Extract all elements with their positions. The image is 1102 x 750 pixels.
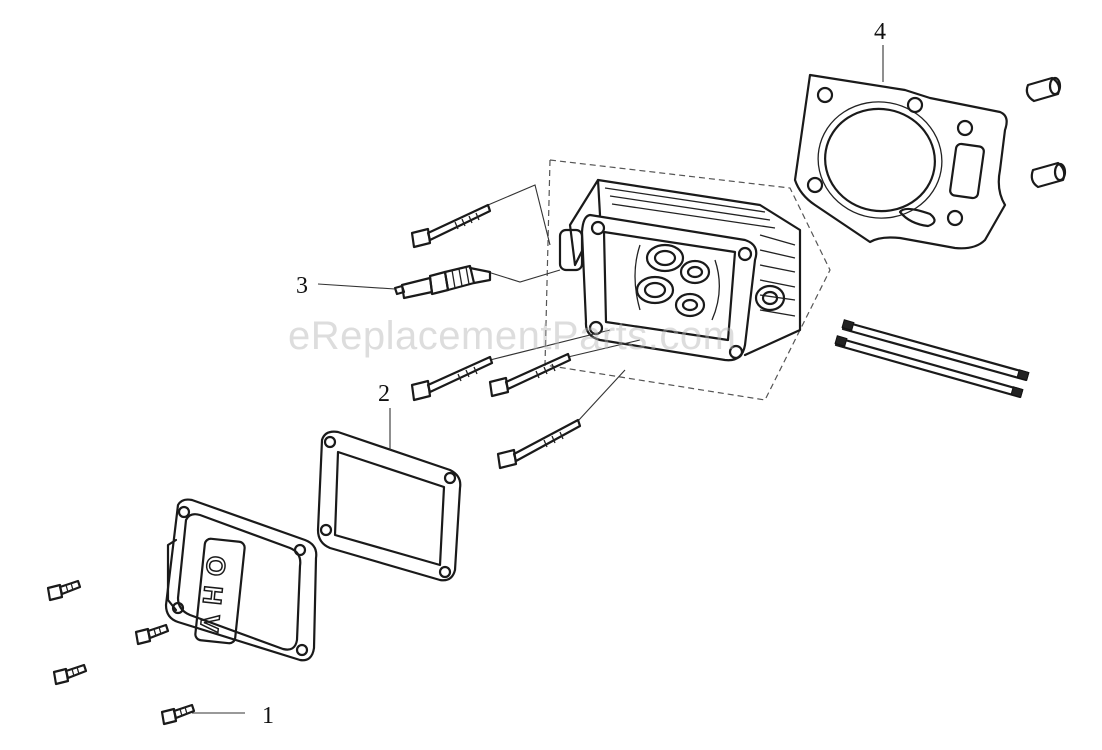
head-gasket bbox=[793, 73, 1008, 250]
dowel-pins bbox=[1025, 76, 1067, 189]
cover-bolt bbox=[52, 663, 88, 686]
callout-4: 4 bbox=[874, 19, 886, 45]
watermark: eReplacementParts.com bbox=[288, 314, 737, 358]
callout-1: 1 bbox=[262, 703, 274, 729]
assembly-boundary bbox=[544, 159, 831, 401]
callout-3-leader bbox=[317, 283, 396, 290]
cover-bolt bbox=[160, 703, 196, 726]
cover-bolt bbox=[46, 579, 82, 602]
callout-3: 3 bbox=[296, 273, 308, 299]
callout-2: 2 bbox=[378, 381, 390, 407]
head-bolts bbox=[410, 184, 641, 470]
spark-plug bbox=[393, 264, 561, 300]
cover-gasket bbox=[316, 430, 462, 582]
cylinder-head-cover: OHV bbox=[164, 498, 318, 662]
cylinder-head bbox=[558, 178, 802, 362]
push-rods bbox=[834, 319, 1030, 399]
cover-bolt bbox=[134, 623, 170, 646]
cover-bolts bbox=[46, 579, 196, 726]
